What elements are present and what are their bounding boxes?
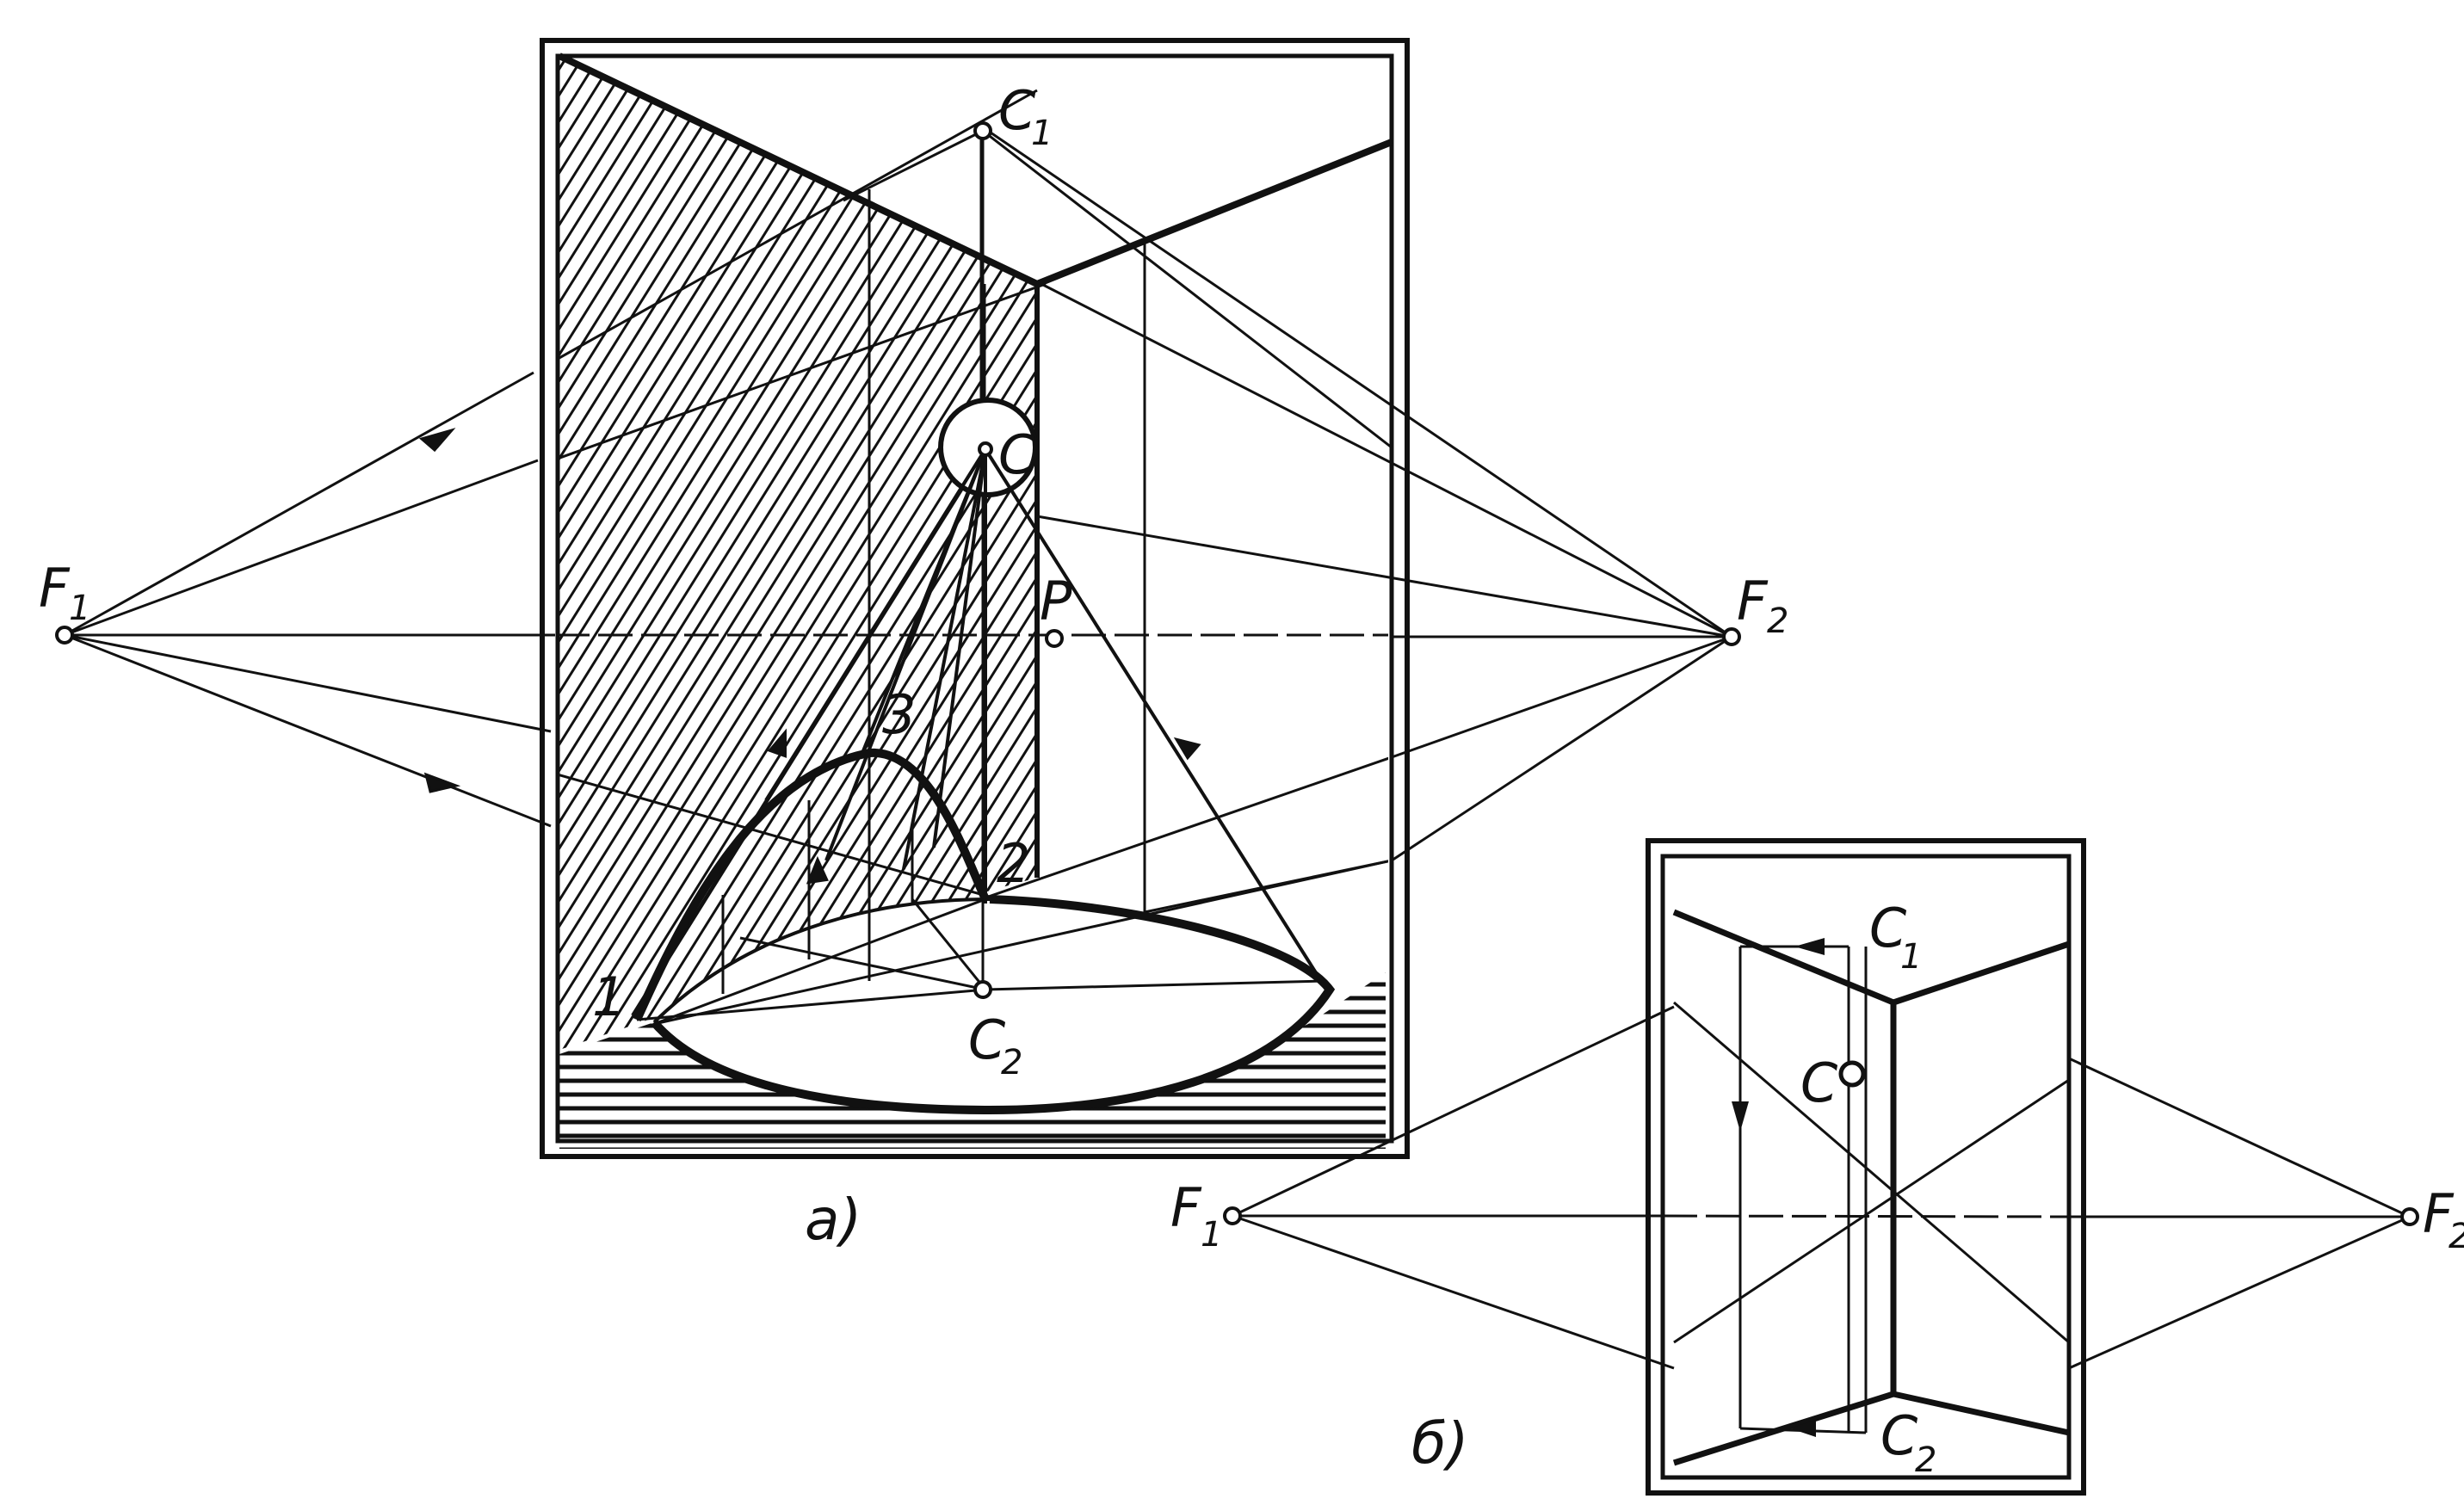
b-arrows [1732, 938, 1825, 1437]
point-f1 [55, 626, 74, 645]
point-c1 [973, 121, 992, 140]
light-rays [631, 447, 1323, 1017]
label-point-1: 1 [592, 965, 626, 1028]
shadow-construction [636, 800, 1326, 1026]
wall-shadow-curve [633, 748, 990, 1022]
wall-edges [558, 52, 1393, 990]
b-point-f1 [1223, 1206, 1242, 1225]
caption-a: a) [805, 1187, 861, 1253]
b-label-c2-sub: 2 [1915, 1440, 1936, 1480]
b-label-c1: C [1869, 897, 1907, 959]
label-c: C [998, 423, 1036, 486]
shaded-floor [559, 972, 1386, 1149]
label-f2: F [1737, 570, 1769, 632]
figure-b: F 1 F 2 C 1 C C 2 б) [1170, 838, 2464, 1496]
b-label-c1-sub: 1 [1900, 937, 1922, 977]
b-label-f1-sub: 1 [1201, 1215, 1222, 1255]
label-c1-sub: 1 [1031, 114, 1053, 153]
b-point-f2 [2400, 1207, 2419, 1226]
shadow-ellipse-back [652, 897, 991, 1024]
c1-construction [843, 129, 1393, 449]
point-c2 [973, 980, 992, 999]
label-f1-sub: 1 [69, 589, 90, 628]
points-a [55, 121, 1741, 999]
b-label-c: C [1800, 1052, 1838, 1114]
point-p [1045, 629, 1064, 648]
label-point-3: 3 [882, 683, 916, 746]
label-point-2: 2 [997, 832, 1030, 895]
b-label-c2: C [1880, 1404, 1918, 1467]
label-c1: C [998, 79, 1036, 142]
label-c2: C [968, 1008, 1006, 1071]
label-f1: F [39, 557, 71, 620]
b-label-f1: F [1170, 1176, 1202, 1239]
frame-a-outer [540, 38, 1410, 1159]
f1-rays [64, 371, 555, 828]
frame-b-outer [1646, 838, 2086, 1496]
frame-a-inner [555, 53, 1394, 1144]
shadow-ellipse-outline [651, 895, 1336, 1115]
b-heavy-lines [1672, 909, 2071, 1466]
label-p: P [1040, 570, 1072, 632]
b-label-f2-sub: 2 [2449, 1217, 2464, 1256]
label-f2-sub: 2 [1767, 601, 1788, 641]
point-f2 [1722, 627, 1741, 646]
b-point-c [1838, 1060, 1866, 1088]
caption-b: б) [1411, 1410, 1468, 1477]
f1-rays-inner [556, 89, 1388, 901]
figure-a: F 1 F 2 C 1 C P C 2 1 2 3 a) [39, 38, 1788, 1253]
b-label-f2: F [2423, 1182, 2455, 1245]
f2-rays [985, 127, 1732, 862]
label-c2-sub: 2 [1001, 1043, 1022, 1082]
point-c [978, 441, 993, 457]
f2-rays-inner [653, 756, 1388, 1026]
frame-b-inner [1660, 854, 2072, 1480]
shadow-ellipse-fill [654, 899, 1330, 1110]
